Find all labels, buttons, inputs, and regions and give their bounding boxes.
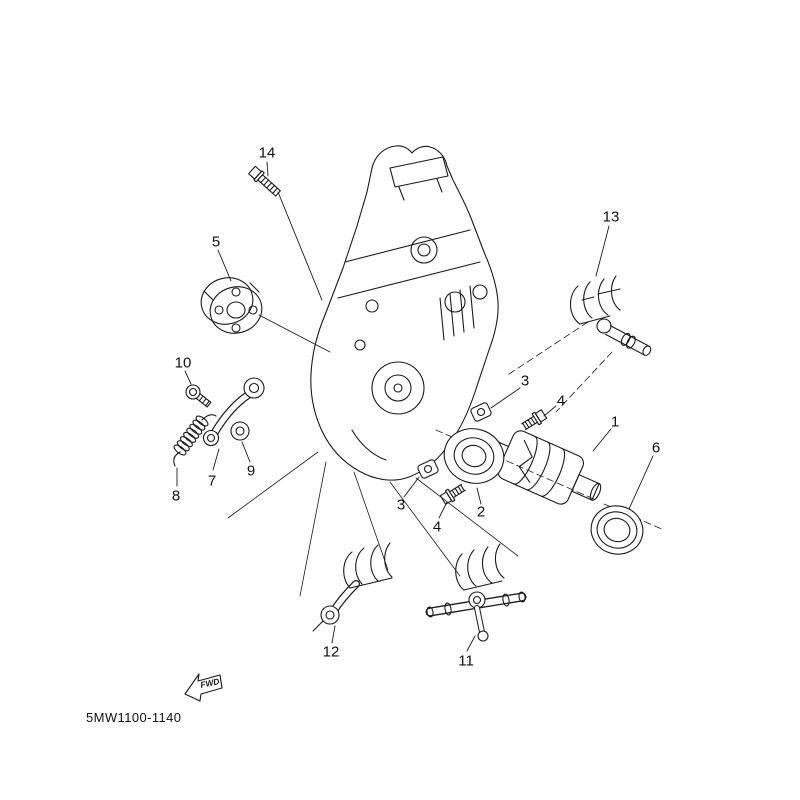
callout-10: 10 (174, 354, 192, 372)
part-6-oil-seal (590, 505, 644, 555)
fwd-arrow: FWD (184, 673, 223, 702)
part-8-spring (173, 414, 217, 467)
crankcase-outline (310, 145, 499, 481)
callout-4a: 4 (556, 392, 566, 410)
callout-12: 12 (322, 643, 340, 661)
part-4-bolt-upper (521, 409, 548, 431)
part-7-stopper-lever (202, 377, 265, 447)
callout-5: 5 (211, 233, 221, 251)
part-2-bearing (443, 428, 505, 484)
part-11-shift-fork (425, 543, 527, 642)
callout-11: 11 (458, 652, 474, 670)
part-4-bolt-lower (439, 483, 466, 505)
part-9-washer (230, 421, 250, 441)
callout-2: 2 (476, 503, 486, 521)
callout-9: 9 (246, 462, 256, 480)
diagram-code: 5MW1100-1140 (86, 710, 182, 725)
fwd-label: FWD (199, 676, 220, 690)
callout-4b: 4 (432, 518, 442, 536)
callout-1: 1 (610, 413, 620, 431)
callout-13: 13 (602, 208, 620, 226)
callout-6: 6 (651, 439, 661, 457)
callout-8: 8 (171, 487, 181, 505)
callout-3b: 3 (396, 496, 406, 514)
callout-14: 14 (258, 144, 276, 162)
part-10-bolt (185, 384, 212, 408)
part-13-shift-fork (569, 275, 652, 356)
callout-3a: 3 (520, 372, 530, 390)
part-5-segment (200, 277, 263, 334)
part-3-plate-upper (470, 402, 492, 422)
part-3-plate-lower (417, 459, 439, 479)
leader-lines (176, 161, 654, 652)
part-12-shift-fork (312, 542, 393, 632)
callout-7: 7 (207, 472, 217, 490)
part-14-screw (248, 165, 281, 197)
